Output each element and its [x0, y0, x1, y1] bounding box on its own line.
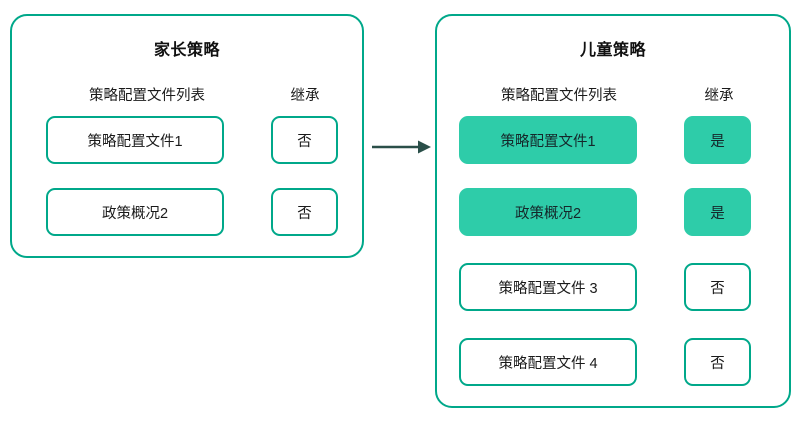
column-header-inherit-child: 继承: [704, 88, 734, 104]
panel-title-parent: 家长策略: [153, 42, 220, 59]
inherit-value-box[interactable]: 是: [684, 116, 751, 164]
inherit-value-box[interactable]: 否: [684, 338, 751, 386]
column-header-profile-list-parent: 策略配置文件列表: [89, 88, 205, 104]
inherit-value-box[interactable]: 否: [271, 188, 338, 236]
panel-title-child: 儿童策略: [579, 42, 646, 59]
arrow-right-icon: [372, 140, 431, 154]
policy-profile-box[interactable]: 政策概况2: [46, 188, 224, 236]
column-header-profile-list-child: 策略配置文件列表: [501, 88, 617, 104]
policy-profile-box[interactable]: 策略配置文件1: [459, 116, 637, 164]
inherit-value-box[interactable]: 否: [271, 116, 338, 164]
policy-profile-box[interactable]: 政策概况2: [459, 188, 637, 236]
panel-parent-policy: 家长策略 策略配置文件列表 继承 策略配置文件1 否 政策概况2 否: [10, 14, 364, 258]
policy-profile-box[interactable]: 策略配置文件1: [46, 116, 224, 164]
policy-profile-box[interactable]: 策略配置文件 4: [459, 338, 637, 386]
inherit-value-box[interactable]: 是: [684, 188, 751, 236]
panel-child-policy: 儿童策略 策略配置文件列表 继承 策略配置文件1 是 政策概况2 是 策略配置文…: [435, 14, 791, 408]
policy-profile-box[interactable]: 策略配置文件 3: [459, 263, 637, 311]
inheritance-arrow: [370, 132, 432, 162]
column-header-inherit-parent: 继承: [290, 88, 320, 104]
inherit-value-box[interactable]: 否: [684, 263, 751, 311]
